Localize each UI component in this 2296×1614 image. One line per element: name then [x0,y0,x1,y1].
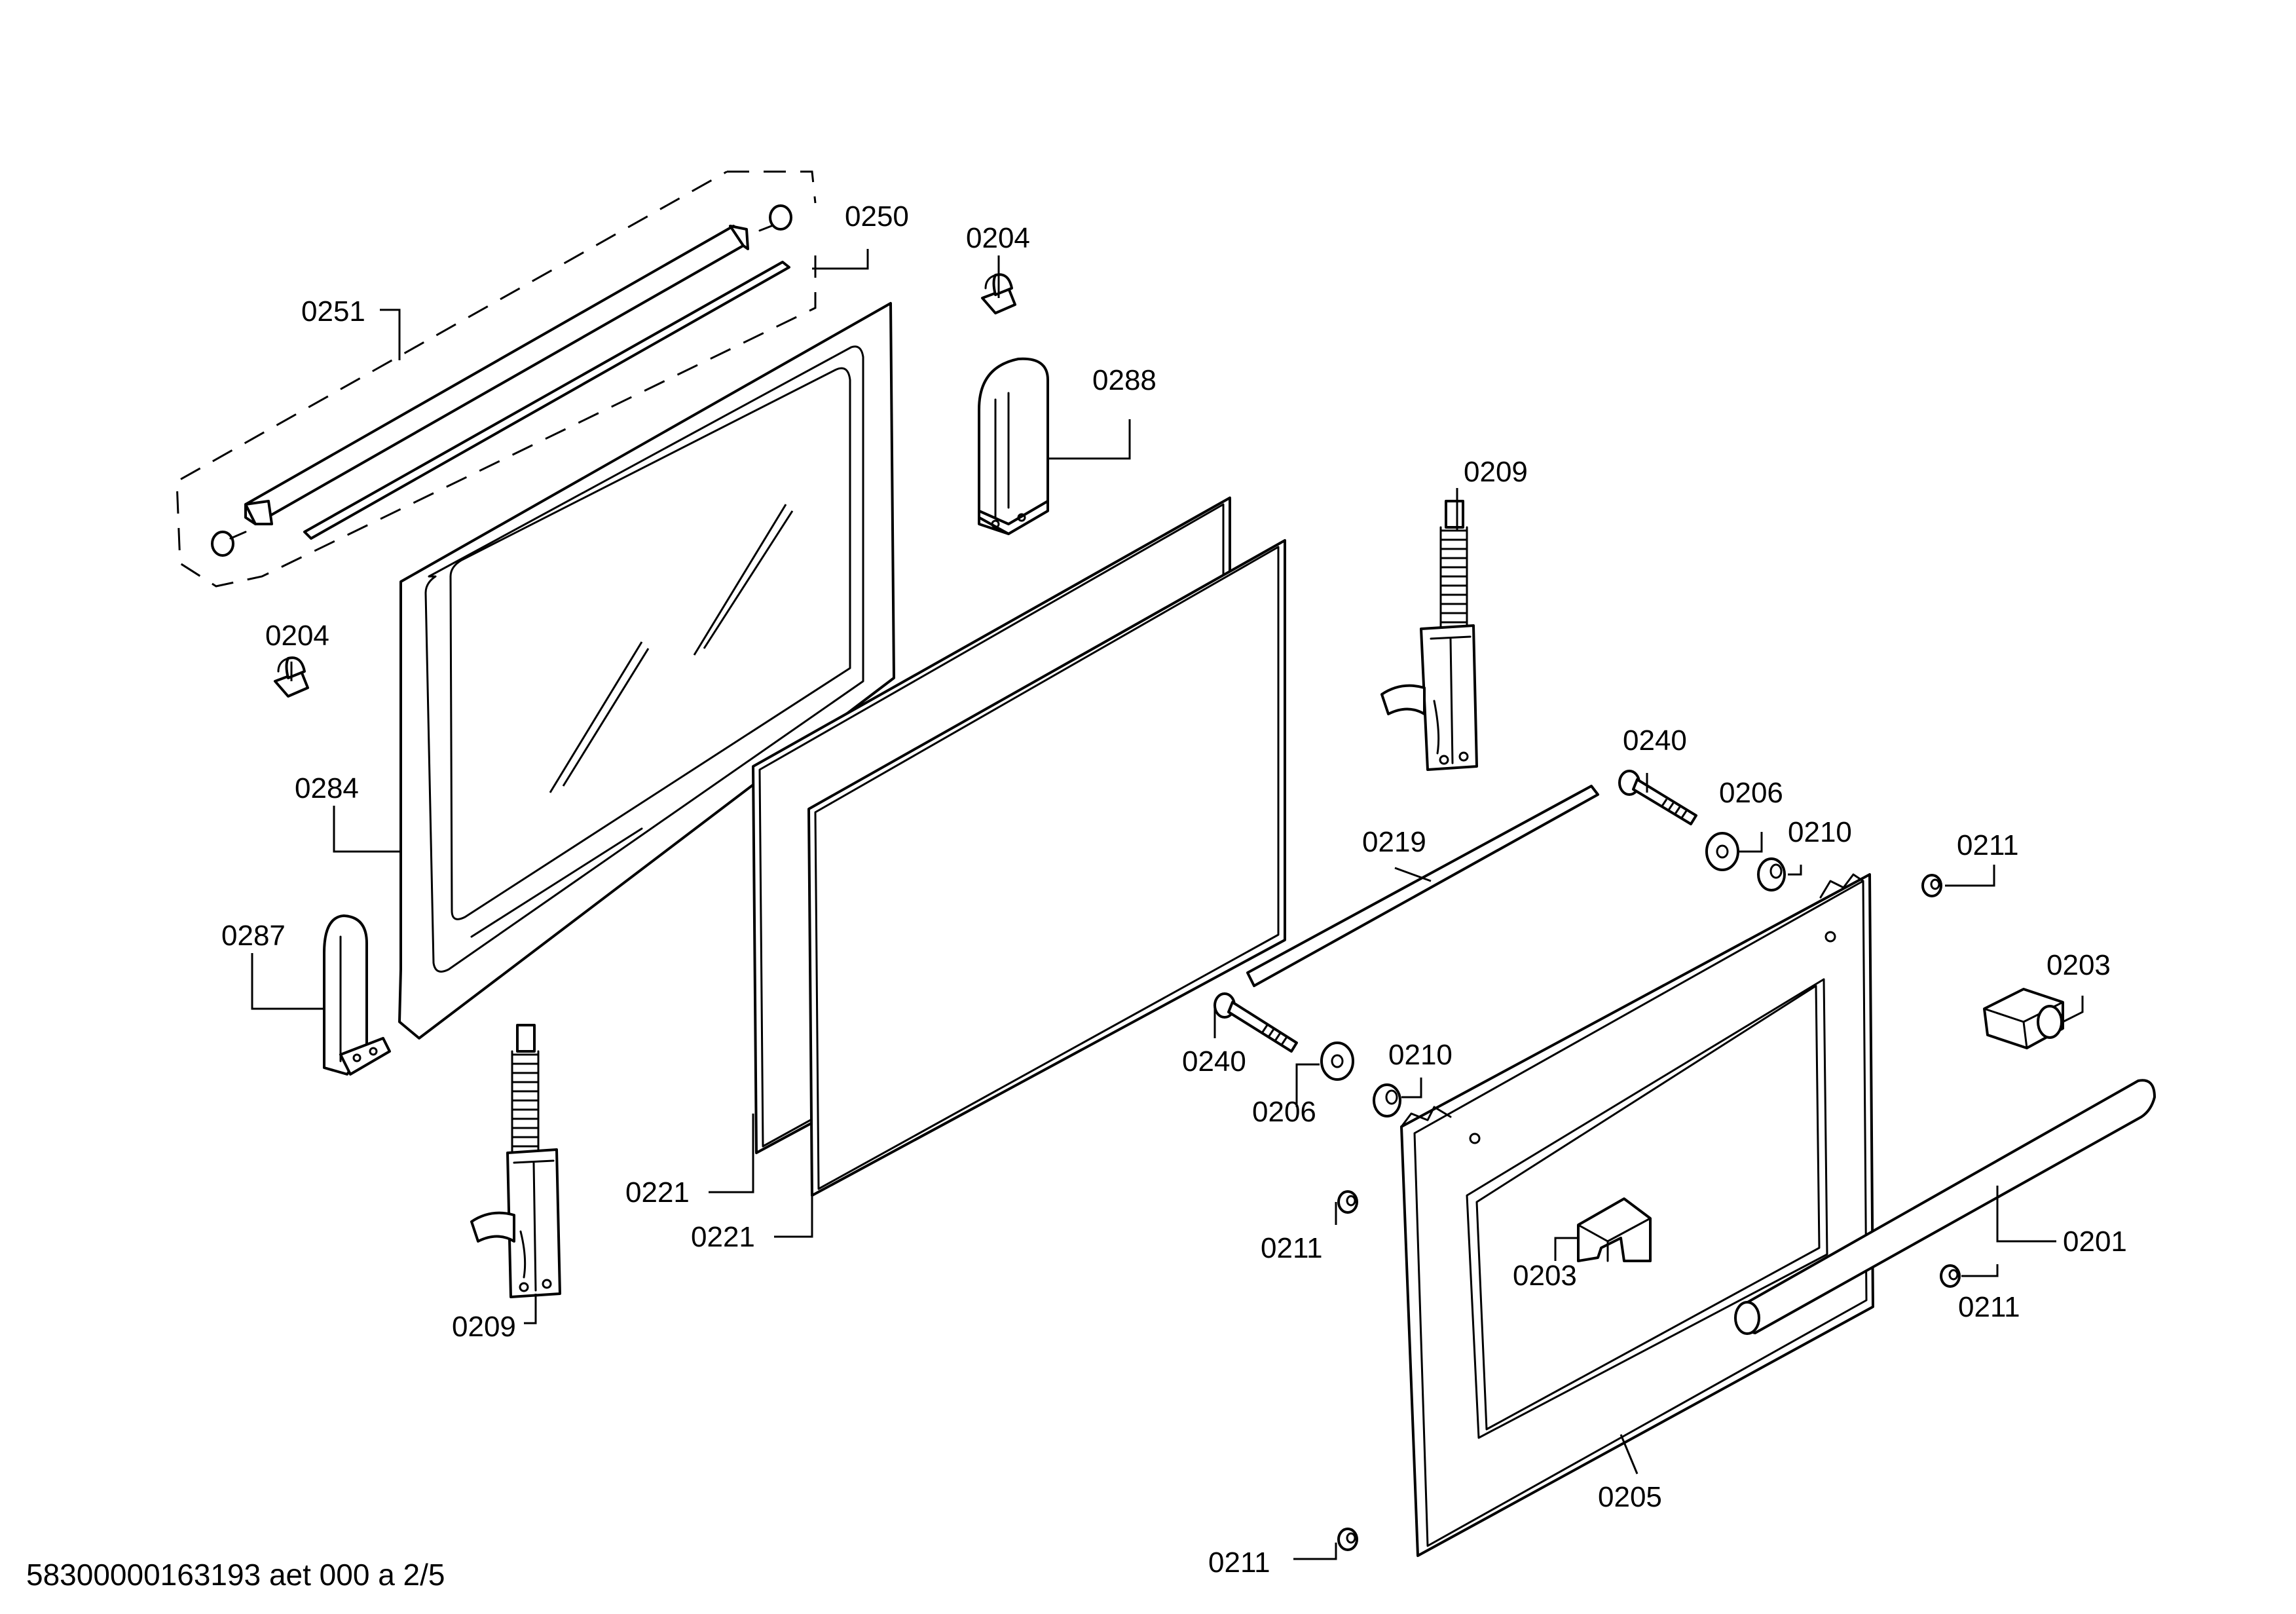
label-0203-right: 0203 [2046,949,2111,981]
part-0240-bolt-top [1618,770,1697,825]
label-0210-mid: 0210 [1388,1039,1453,1071]
label-0211-right: 0211 [1958,1291,2020,1323]
part-0211-cap-bottom [1337,1528,1358,1551]
label-0211-top: 0211 [1957,829,2019,861]
part-0221-glass-pane-b [807,539,1286,1197]
part-0203-bracket-mid [1577,1197,1652,1262]
part-labels: 0250 0204 0251 0288 0209 0204 0240 0206 … [221,200,2127,1579]
part-0211-cap-mid [1337,1190,1358,1214]
label-0211-mid: 0211 [1261,1232,1323,1264]
label-0209-top: 0209 [1464,456,1528,488]
label-0240-top: 0240 [1623,724,1687,757]
part-0219-rod [1246,785,1599,987]
screw-top [758,204,792,232]
part-0209-hinge-top [1380,500,1478,771]
label-0221-b: 0221 [691,1221,755,1253]
label-0204-top: 0204 [966,222,1030,254]
part-0211-cap-top [1921,874,1942,897]
assembly-group-outline [176,170,817,588]
part-0204-clip-left [274,656,309,698]
screw-left [211,531,247,557]
part-0288-bracket [978,357,1049,535]
label-0250: 0250 [845,200,909,233]
label-0209-bottom: 0209 [452,1311,516,1343]
part-0201-handle-bar [1734,1079,2156,1335]
label-0221-a: 0221 [625,1176,690,1209]
label-0206-top: 0206 [1719,777,1783,809]
label-0288: 0288 [1092,364,1157,396]
part-0284-outer-panel [398,302,895,1040]
part-0209-hinge-bottom [470,1024,561,1298]
label-0287: 0287 [221,920,286,952]
label-0284: 0284 [295,772,359,804]
part-0211-cap-right [1940,1264,1961,1288]
label-0251: 0251 [301,295,365,328]
part-0206-washer-mid [1320,1042,1354,1081]
label-0201: 0201 [2063,1226,2127,1258]
part-0240-bolt-mid [1213,992,1298,1053]
part-0251-trim-strip [244,225,749,525]
label-0203-mid: 0203 [1513,1260,1577,1292]
label-0205: 0205 [1598,1481,1662,1513]
label-0219: 0219 [1362,826,1426,858]
label-0206-mid: 0206 [1252,1096,1316,1128]
label-0240-mid: 0240 [1182,1045,1246,1078]
part-0250-strip [303,261,790,540]
leader-lines [251,249,2084,1560]
label-0211-bottom: 0211 [1208,1547,1270,1579]
label-0210-top: 0210 [1788,816,1852,848]
part-0287-bracket [323,914,391,1076]
part-0210-bushing-top [1757,857,1786,891]
part-0203-bracket-right [1983,988,2064,1049]
part-0210-bushing-mid [1373,1083,1401,1117]
label-0204-left: 0204 [265,620,329,652]
document-id: 58300000163193 aet 000 a 2/5 [26,1558,445,1592]
part-0206-washer-top [1705,832,1739,871]
